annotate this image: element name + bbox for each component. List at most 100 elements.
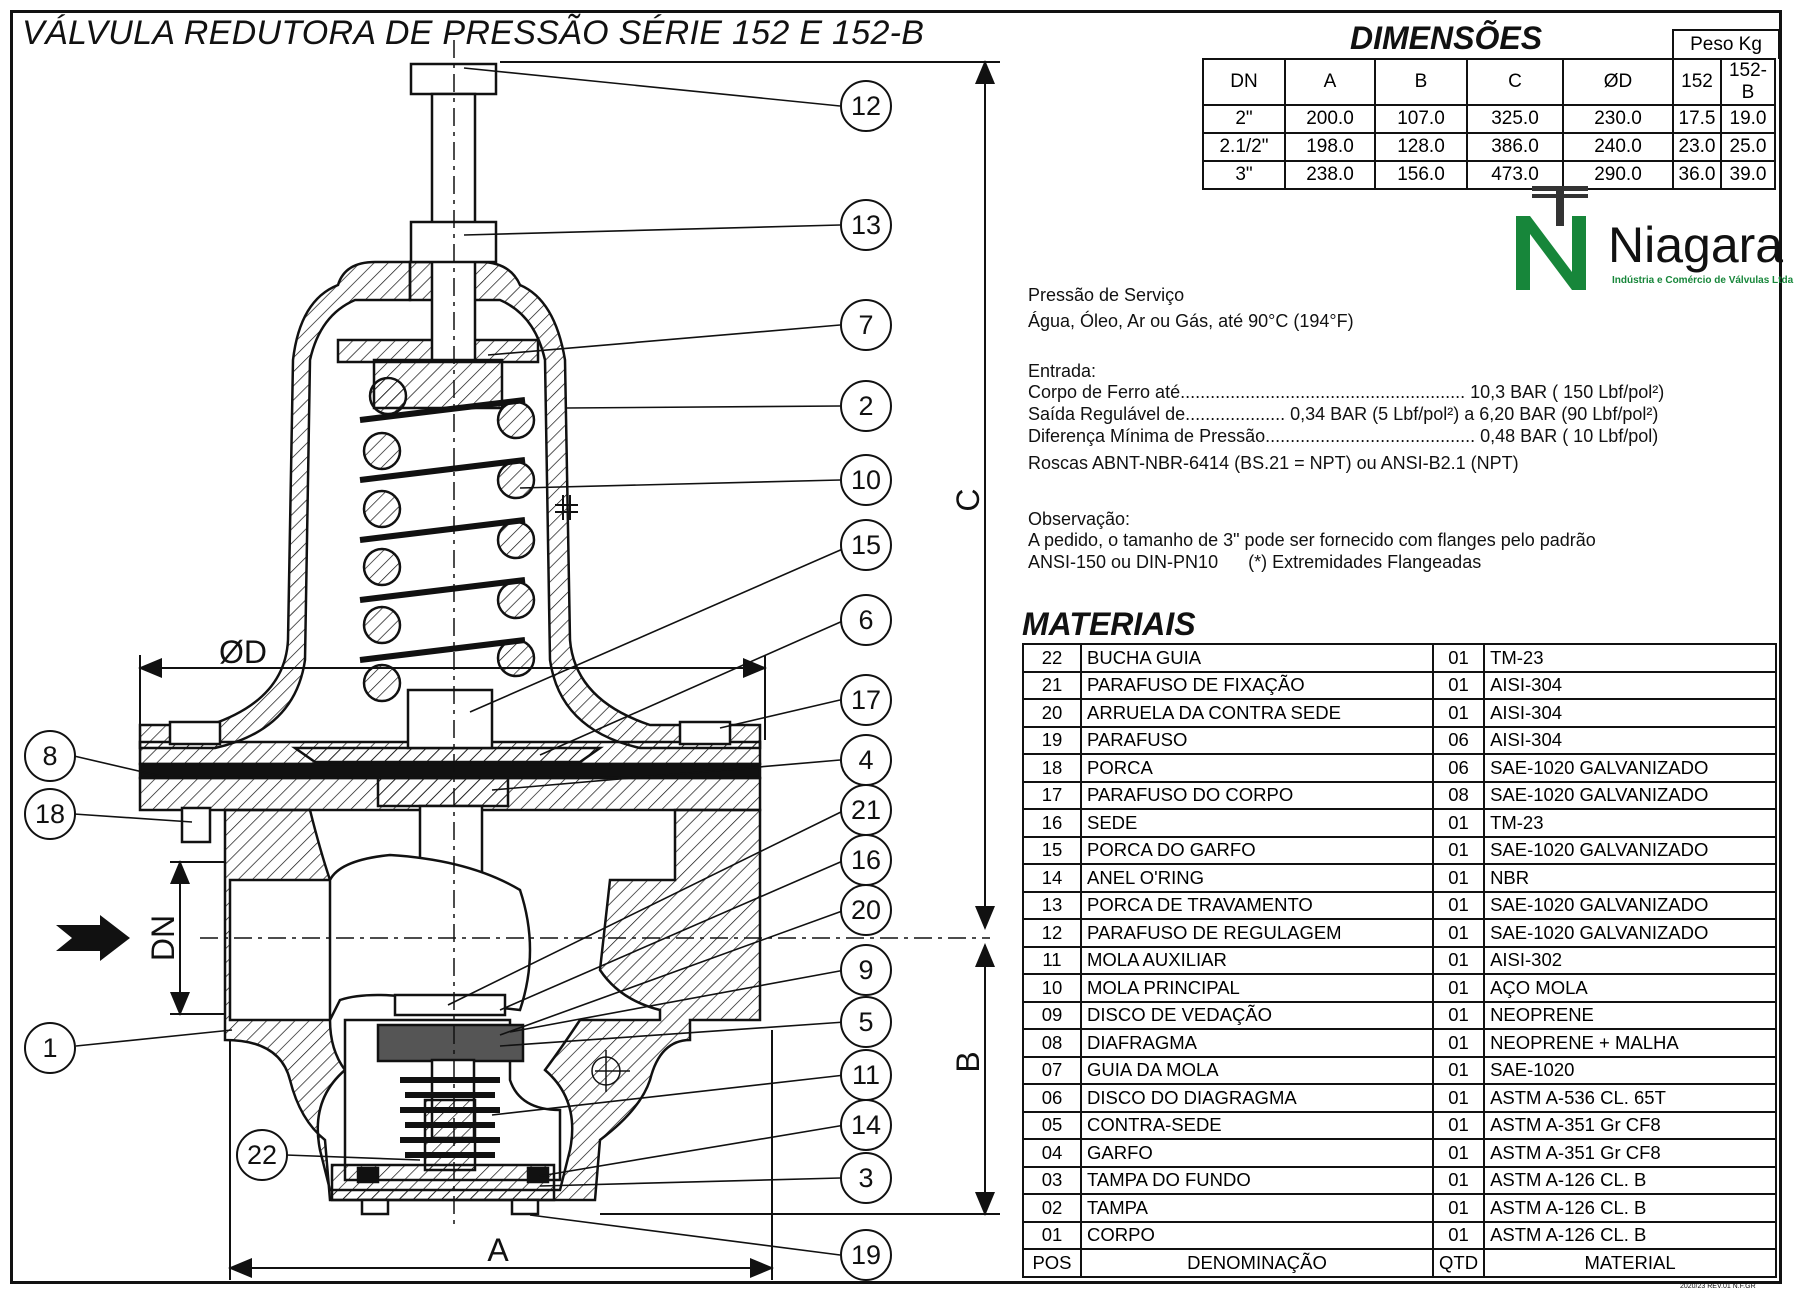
table-cell: DISCO DE VEDAÇÃO [1080,1000,1434,1030]
table-cell: ASTM A-126 CL. B [1483,1165,1778,1195]
balloon-10: 10 [840,454,892,506]
svg-text:2: 2 [858,391,873,421]
table-cell: 290.0 [1562,160,1674,190]
sheet-border [10,10,1782,1284]
balloon-20: 20 [840,884,892,936]
table-cell: 21 [1022,670,1082,700]
balloon-8: 8 [24,730,76,782]
svg-text:7: 7 [858,310,873,340]
svg-text:20: 20 [851,895,881,925]
table-cell: 01 [1431,1138,1486,1168]
table-cell: 36.0 [1672,160,1722,190]
svg-text:13: 13 [851,210,881,240]
column-header: C [1466,58,1564,106]
column-header: POS [1022,1248,1082,1278]
table-cell: NBR [1483,863,1778,893]
table-cell: 01 [1431,1000,1486,1030]
balloon-1: 1 [24,1022,76,1074]
svg-text:21: 21 [851,795,881,825]
table-cell: 01 [1431,1083,1486,1113]
table-cell: 01 [1431,808,1486,838]
spec-line: Saída Regulável de.................... 0… [1028,404,1659,424]
svg-text:5: 5 [858,1007,873,1037]
dimension-lines [138,60,1000,1280]
materials-heading: MATERIAIS [1022,606,1196,642]
table-cell: 17.5 [1672,104,1722,134]
table-cell: 01 [1431,835,1486,865]
observation-heading: Observação: [1028,509,1131,529]
table-cell: 01 [1431,1220,1486,1250]
balloon-12: 12 [840,80,892,132]
table-cell: AÇO MOLA [1483,973,1778,1003]
table-cell: CORPO [1080,1220,1434,1250]
revision-note: 2020/23 REV.01 N.F.GR [1680,1283,1756,1290]
table-cell: 01 [1431,1028,1486,1058]
brand-subtitle: Indústria e Comércio de Válvulas Ltda [1612,275,1794,286]
table-cell: NEOPRENE [1483,1000,1778,1030]
table-cell: 01 [1431,670,1486,700]
table-cell: PARAFUSO DE REGULAGEM [1080,918,1434,948]
balloon-13: 13 [840,199,892,251]
table-cell: 01 [1431,973,1486,1003]
table-cell: MOLA AUXILIAR [1080,945,1434,975]
balloon-22: 22 [236,1129,288,1181]
table-cell: 19 [1022,725,1082,755]
svg-text:14: 14 [851,1110,881,1140]
table-cell: SAE-1020 [1483,1055,1778,1085]
table-cell: SAE-1020 GALVANIZADO [1483,890,1778,920]
table-cell: ARRUELA DA CONTRA SEDE [1080,698,1434,728]
niagara-logo-icon [1516,186,1588,290]
table-cell: MOLA PRINCIPAL [1080,973,1434,1003]
table-cell: SAE-1020 GALVANIZADO [1483,835,1778,865]
balloon-18: 18 [24,788,76,840]
table-cell: 16 [1022,808,1082,838]
table-cell: 107.0 [1374,104,1468,134]
table-cell: 11 [1022,945,1082,975]
entrada-heading: Entrada: [1028,361,1097,381]
svg-text:6: 6 [858,605,873,635]
dimension-label-dn: DN [145,915,181,961]
dimension-label-c: C [950,488,986,511]
column-header: ØD [1562,58,1674,106]
balloon-14: 14 [840,1099,892,1151]
table-cell: 09 [1022,1000,1082,1030]
column-header: A [1284,58,1376,106]
svg-text:15: 15 [851,530,881,560]
dimension-label-d: ØD [219,634,267,670]
table-cell: ASTM A-351 Gr CF8 [1483,1110,1778,1140]
table-cell: 01 [1431,1165,1486,1195]
table-cell: 15 [1022,835,1082,865]
table-cell: 08 [1431,780,1486,810]
table-cell: 12 [1022,918,1082,948]
balloon-6: 6 [840,594,892,646]
balloon-7: 7 [840,299,892,351]
table-cell: TM-23 [1483,643,1778,673]
table-cell: 01 [1431,863,1486,893]
spec-line: Diferença Mínima de Pressão.............… [1028,426,1659,446]
table-cell: 238.0 [1284,160,1376,190]
table-cell: 13 [1022,890,1082,920]
balloon-5: 5 [840,996,892,1048]
balloon-9: 9 [840,944,892,996]
column-header: QTD [1431,1248,1486,1278]
weight-heading: Peso Kg [1672,29,1780,59]
flow-direction-arrow [56,915,130,961]
main-spring [359,376,536,703]
svg-text:8: 8 [42,741,57,771]
balloon-2: 2 [840,380,892,432]
balloon-16: 16 [840,834,892,886]
